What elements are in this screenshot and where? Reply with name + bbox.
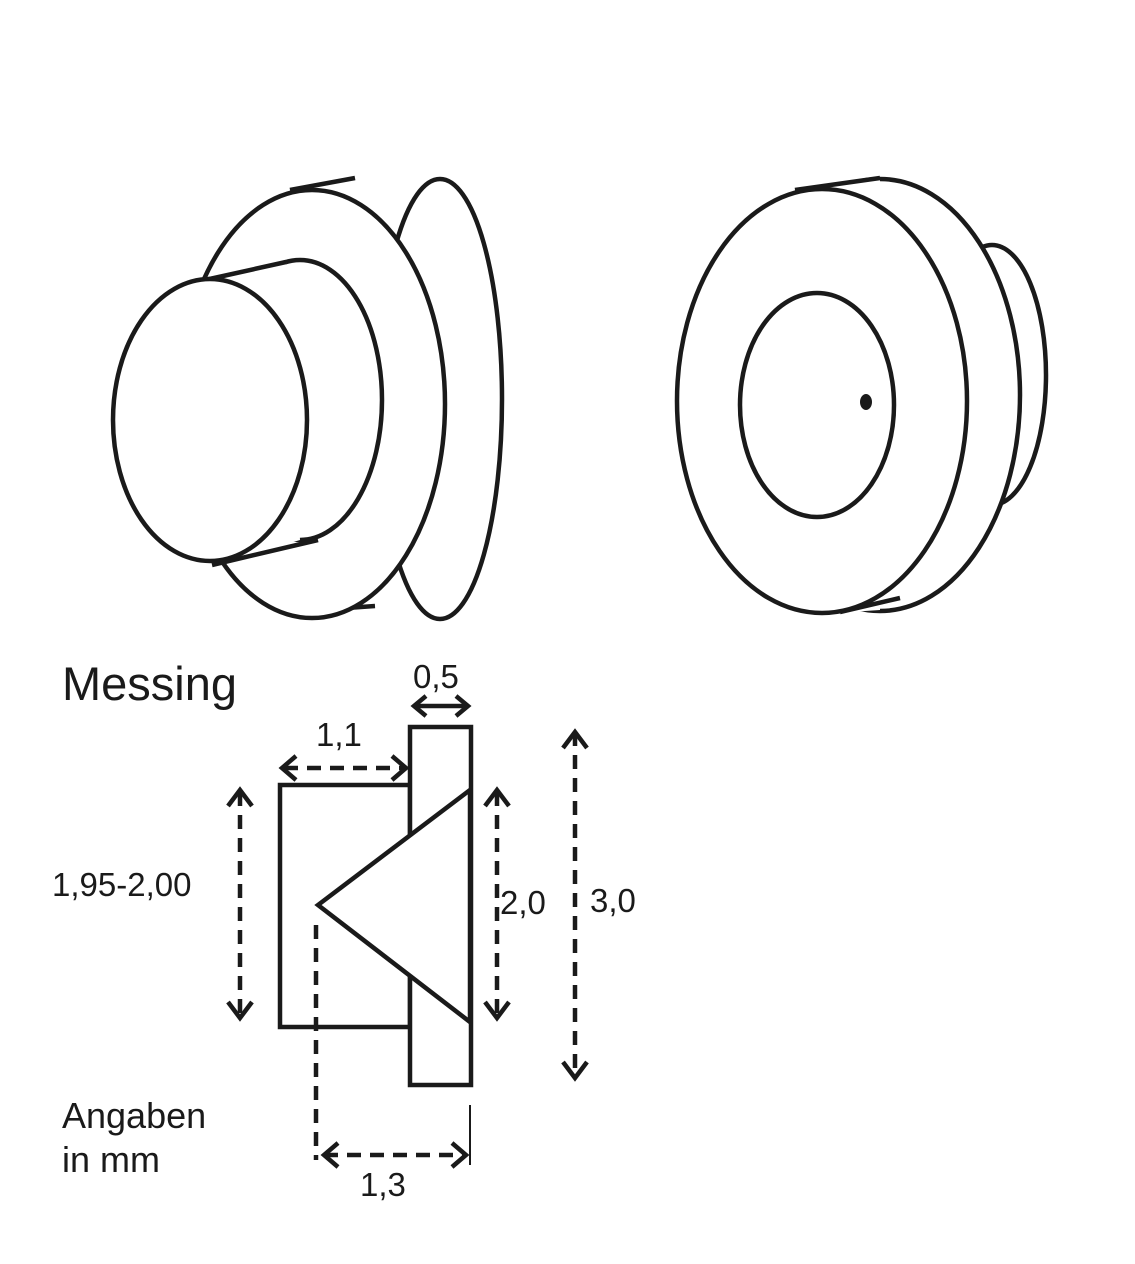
dim-plate-diameter: 3,0 bbox=[590, 882, 636, 919]
arrow-overall-depth bbox=[320, 1141, 470, 1169]
pin-front-face bbox=[110, 276, 310, 564]
inner-hole bbox=[737, 290, 897, 520]
units-note-line2: in mm bbox=[62, 1139, 160, 1180]
dim-pin-length: 1,1 bbox=[316, 716, 362, 753]
dim-pin-diameter: 1,95-2,00 bbox=[52, 866, 192, 903]
arrow-pin-length bbox=[278, 754, 410, 782]
pin-bottom-tangent bbox=[211, 537, 319, 568]
cone-section bbox=[314, 785, 473, 1027]
units-note-line1: Angaben bbox=[62, 1095, 207, 1136]
plate-front-face bbox=[674, 186, 970, 616]
material-label: Messing bbox=[62, 657, 238, 710]
cross-section bbox=[277, 724, 474, 1165]
part-view-pin-side bbox=[110, 175, 505, 622]
arrow-pin-diameter bbox=[226, 786, 254, 1022]
dimension-arrows bbox=[226, 694, 589, 1169]
part-view-plate-side bbox=[674, 175, 1049, 616]
dim-plate-thickness: 0,5 bbox=[413, 658, 459, 695]
center-dot bbox=[860, 394, 872, 410]
pin-top-tangent bbox=[204, 259, 287, 283]
dim-cone-diameter: 2,0 bbox=[500, 884, 546, 921]
flange-top-tangent bbox=[289, 175, 356, 193]
arrow-plate-thickness bbox=[410, 694, 472, 718]
arrow-cone-diameter bbox=[483, 786, 511, 1022]
arrow-plate-diameter bbox=[561, 728, 589, 1082]
dim-overall-depth: 1,3 bbox=[360, 1166, 406, 1203]
